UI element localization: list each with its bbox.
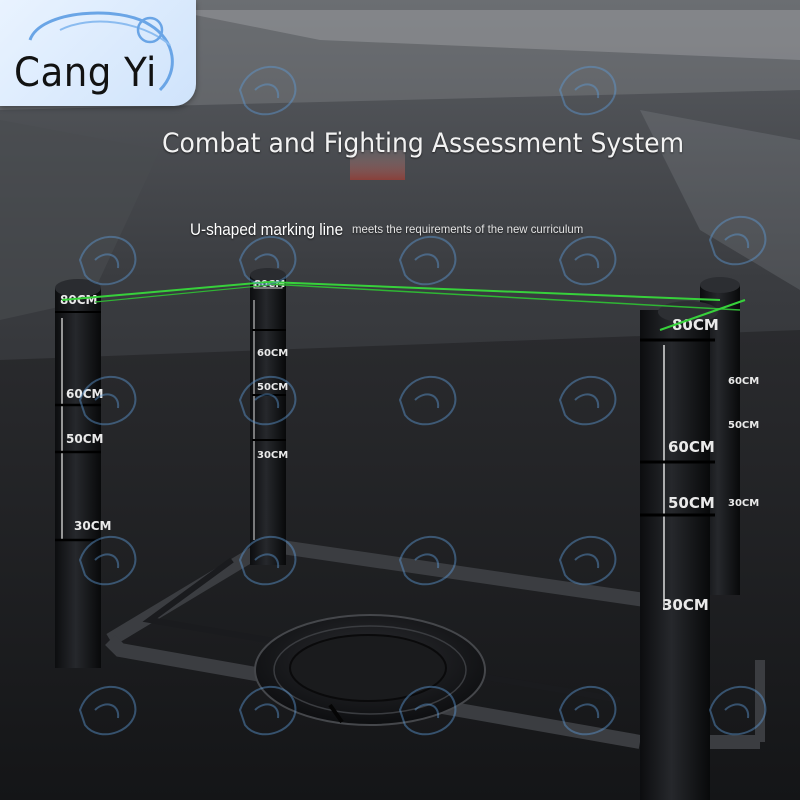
post-front-left: 80CM 60CM 50CM 30CM <box>55 279 111 668</box>
feature-tagline: meets the requirements of the new curric… <box>352 222 584 236</box>
green-rope <box>61 281 746 331</box>
svg-text:50CM: 50CM <box>668 494 715 512</box>
page-title: Combat and Fighting Assessment System <box>162 128 685 159</box>
post-back-left: 80CM 60CM 50CM 30CM <box>250 268 288 565</box>
svg-text:80CM: 80CM <box>60 293 97 307</box>
svg-text:30CM: 30CM <box>257 450 288 461</box>
brand-name: Cang Yi <box>14 50 157 96</box>
svg-text:50CM: 50CM <box>66 432 103 446</box>
svg-text:60CM: 60CM <box>66 387 103 401</box>
svg-text:30CM: 30CM <box>728 498 759 509</box>
svg-text:80CM: 80CM <box>672 316 719 334</box>
svg-text:30CM: 30CM <box>662 596 709 614</box>
floor-ring-target <box>254 614 486 726</box>
svg-text:60CM: 60CM <box>668 438 715 456</box>
svg-text:50CM: 50CM <box>728 420 759 431</box>
brand-badge: Cang Yi <box>0 0 196 106</box>
svg-text:60CM: 60CM <box>728 376 759 387</box>
svg-text:30CM: 30CM <box>74 519 111 533</box>
feature-subtitle: U-shaped marking line <box>190 220 344 239</box>
post-front-right: 80CM 60CM 50CM 30CM <box>640 301 719 800</box>
watermark-pattern <box>78 65 767 736</box>
brand-swoosh-icon <box>28 11 174 92</box>
svg-text:50CM: 50CM <box>257 382 288 393</box>
svg-text:60CM: 60CM <box>257 348 288 359</box>
